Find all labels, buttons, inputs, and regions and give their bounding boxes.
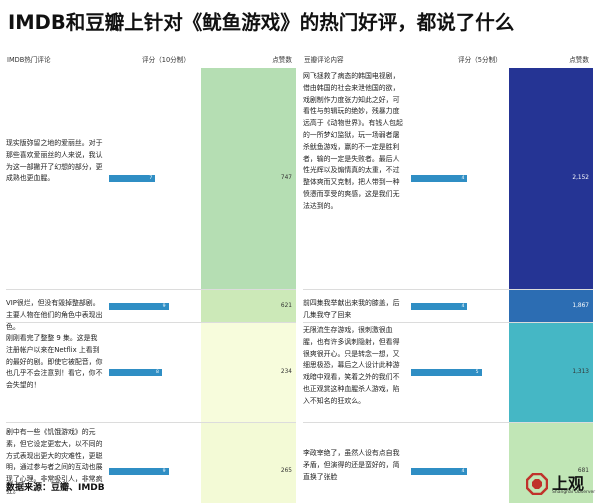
douban-comment-text: 李政宰绝了，虽然人设有点自我矛盾，但演得的还是蛮好的，简直换了张脸: [303, 449, 400, 481]
douban-likes-header: 点赞数: [569, 56, 589, 64]
douban-score-cell: 4: [411, 423, 509, 503]
douban-panel: 豆瓣评论内容 评分（5分制） 点赞数 网飞拯救了病态的韩国电视剧，借由韩国的社会…: [303, 50, 593, 503]
imdb-likes-cell: 621: [201, 290, 296, 322]
douban-likes-cell: 681: [509, 423, 593, 503]
data-source: 数据来源：豆瓣、IMDB: [6, 483, 105, 493]
douban-score-cell: 4: [411, 290, 509, 322]
imdb-likes-cell: 747: [201, 68, 296, 289]
douban-score-value: 4: [461, 303, 465, 309]
douban-row: 网飞拯救了病态的韩国电视剧，借由韩国的社会来泄他国的欲，戏剧制作力度张力知此之好…: [303, 68, 593, 290]
douban-score-bar: 5: [411, 369, 482, 376]
douban-row: 无限流生存游戏，很刺激很血腥，也有许多讽刺隐射，但看得很爽很开心。只是转念一想，…: [303, 323, 593, 423]
douban-comment-text: 网飞拯救了病态的韩国电视剧，借由韩国的社会来泄他国的欲，戏剧制作力度张力知此之好…: [303, 72, 403, 210]
logo-name: 上观: [552, 474, 585, 493]
imdb-score-value: 9: [162, 468, 166, 474]
imdb-score-bar: 9: [109, 302, 169, 310]
imdb-comment-header: IMDB热门评论: [7, 56, 51, 64]
douban-score-value: 5: [475, 370, 479, 375]
douban-likes-cell: 2,152: [509, 68, 593, 289]
chart-title: IMDB和豆瓣上针对《鱿鱼游戏》的热门好评，都说了什么: [8, 11, 515, 34]
logo-octagon-icon: [526, 473, 548, 495]
douban-score-cell: 4: [411, 68, 509, 289]
imdb-score-bar: 8: [109, 369, 162, 376]
imdb-likes-value: 234: [280, 369, 292, 375]
imdb-comment-text: 刚刚看完了整整 9 集。这是我注册帐户以来在Netflix 上看到的最好的剧。即…: [6, 334, 103, 390]
imdb-score-value: 7: [149, 176, 153, 181]
douban-likes-cell: 1,313: [509, 323, 593, 422]
imdb-score-header: 评分（10分制）: [142, 56, 190, 64]
imdb-likes-cell: 234: [201, 323, 296, 422]
imdb-row: 剧中有一些《饥饿游戏》的元素，但它设定更宏大，以不同的方式表现出更大的灾难性，更…: [6, 423, 296, 503]
imdb-comment-text: 剧中有一些《饥饿游戏》的元素，但它设定更宏大，以不同的方式表现出更大的灾难性，更…: [6, 428, 103, 495]
douban-score-cell: 5: [411, 323, 509, 422]
douban-row: 前四集我举献出来我的膝盖，后几集我夺了回来 4 1,867: [303, 290, 593, 323]
logo-subtitle: Shanghai Observer: [552, 490, 596, 495]
douban-likes-cell: 1,867: [509, 290, 593, 322]
imdb-score-cell: 9: [109, 290, 201, 322]
imdb-likes-value: 265: [280, 467, 292, 474]
douban-likes-value: 681: [577, 467, 589, 474]
douban-comment-header: 豆瓣评论内容: [304, 56, 344, 64]
imdb-row: 刚刚看完了整整 9 集。这是我注册帐户以来在Netflix 上看到的最好的剧。即…: [6, 323, 296, 423]
imdb-score-cell: 9: [109, 423, 201, 503]
douban-score-value: 4: [461, 176, 465, 181]
imdb-comment-text: VIP很烂，但没有毁掉整部剧。主要人物在他们的角色中表现出色。: [6, 299, 103, 331]
douban-likes-value: 2,152: [572, 175, 589, 181]
shanghai-observer-logo: 上观 Shanghai Observer: [526, 470, 598, 500]
douban-score-bar: 4: [411, 467, 468, 475]
douban-score-bar: 4: [411, 302, 468, 310]
douban-header-row: 豆瓣评论内容 评分（5分制） 点赞数: [303, 50, 593, 68]
imdb-likes-value: 747: [280, 175, 292, 181]
imdb-row: 现实版弥留之地的爱丽丝。对于那些喜欢爱丽丝的人来说，我认为这一部撇开了幻想的部分…: [6, 68, 296, 290]
douban-likes-value: 1,313: [572, 369, 589, 375]
imdb-score-value: 8: [156, 370, 159, 375]
douban-score-header: 评分（5分制）: [458, 56, 502, 64]
douban-likes-value: 1,867: [572, 302, 589, 309]
douban-comment-text: 无限流生存游戏，很刺激很血腥，也有许多讽刺隐射，但看得很爽很开心。只是转念一想，…: [303, 326, 400, 405]
imdb-score-value: 9: [162, 303, 166, 309]
douban-score-value: 4: [461, 468, 465, 474]
douban-comment-text: 前四集我举献出来我的膝盖，后几集我夺了回来: [303, 299, 400, 319]
imdb-score-cell: 7: [109, 68, 201, 289]
imdb-score-bar: 9: [109, 467, 169, 475]
douban-score-bar: 4: [411, 175, 468, 182]
imdb-row: VIP很烂，但没有毁掉整部剧。主要人物在他们的角色中表现出色。 9 621: [6, 290, 296, 331]
imdb-score-cell: 8: [109, 323, 201, 422]
imdb-score-bar: 7: [109, 175, 156, 182]
imdb-likes-header: 点赞数: [272, 56, 292, 64]
douban-row: 李政宰绝了，虽然人设有点自我矛盾，但演得的还是蛮好的，简直换了张脸 4 681: [303, 423, 593, 503]
imdb-likes-value: 621: [280, 302, 292, 309]
imdb-likes-cell: 265: [201, 423, 296, 503]
imdb-header-row: IMDB热门评论 评分（10分制） 点赞数: [6, 50, 296, 68]
imdb-panel: IMDB热门评论 评分（10分制） 点赞数 现实版弥留之地的爱丽丝。对于那些喜欢…: [6, 50, 296, 503]
imdb-comment-text: 现实版弥留之地的爱丽丝。对于那些喜欢爱丽丝的人来说，我认为这一部撇开了幻想的部分…: [6, 139, 103, 183]
